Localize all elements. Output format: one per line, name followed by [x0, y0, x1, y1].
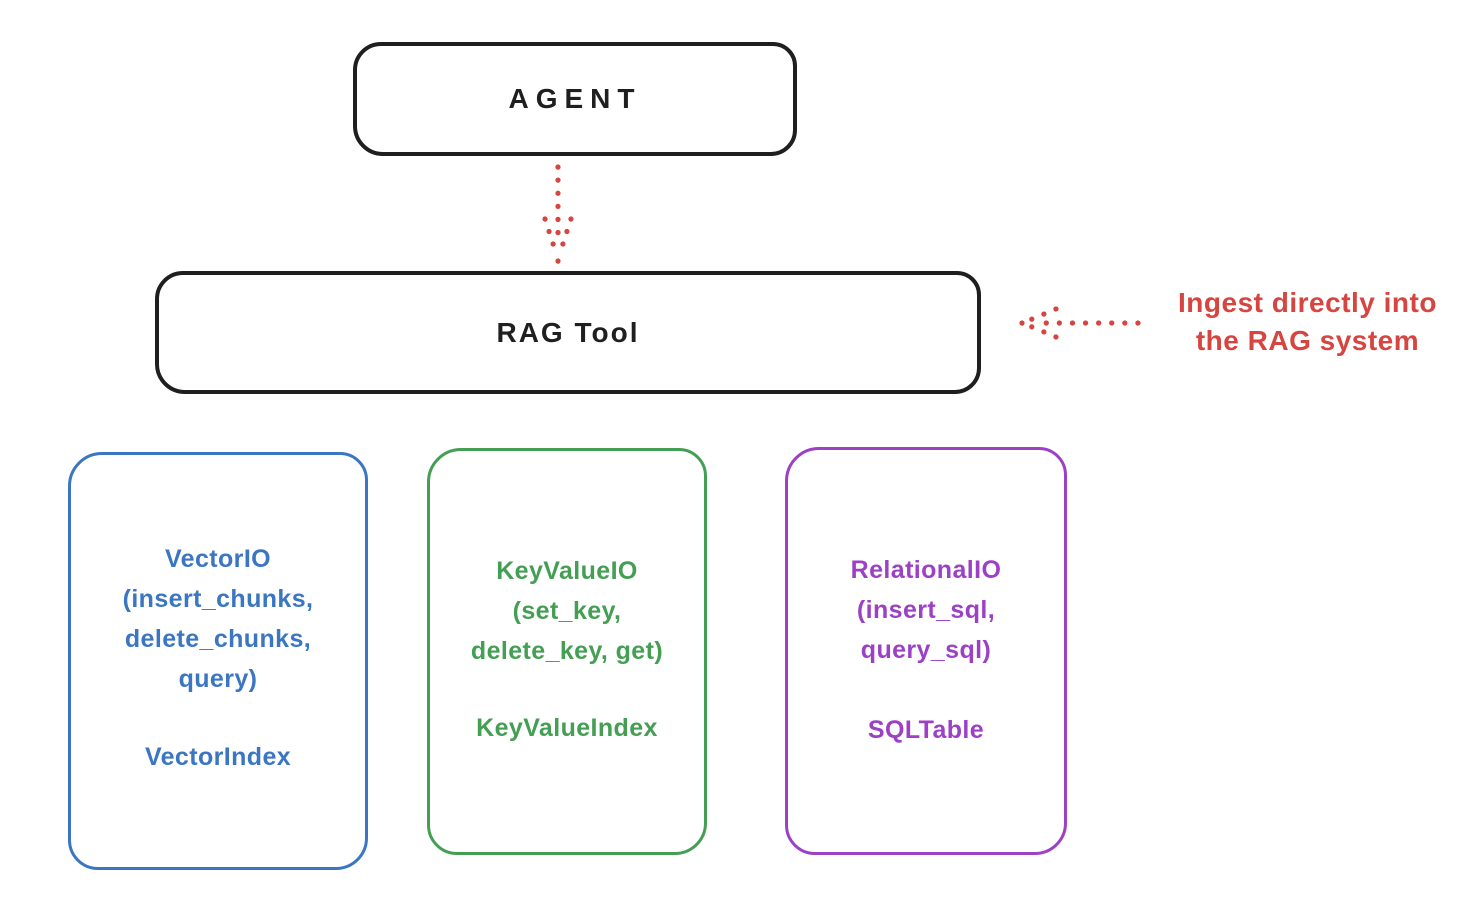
agent-label: AGENT	[508, 83, 642, 114]
keyvalue-io-box: KeyValueIO (set_key, delete_key, get) Ke…	[427, 448, 707, 855]
ingest-annotation: Ingest directly into the RAG system	[1140, 284, 1475, 360]
agent-box: AGENT	[353, 42, 797, 156]
relational-io-box: RelationalIO (insert_sql, query_sql) SQL…	[785, 447, 1067, 855]
spacer	[71, 699, 365, 737]
store-line: RelationalIO	[850, 556, 1002, 584]
store-line: VectorIO	[164, 545, 272, 573]
store-index-label: VectorIndex	[144, 743, 292, 771]
store-line: query)	[178, 665, 258, 693]
rag-tool-label: RAG Tool	[496, 316, 640, 348]
agent-to-ragtool-arrow-icon	[542, 164, 574, 264]
store-line: KeyValueIO	[496, 557, 638, 585]
ingest-annotation-line1: Ingest directly into	[1178, 287, 1437, 318]
store-line: query_sql)	[860, 636, 992, 664]
ingest-annotation-arrow-icon	[1019, 306, 1141, 340]
store-line: (insert_chunks,	[122, 585, 314, 613]
vector-io-box: VectorIO (insert_chunks, delete_chunks, …	[68, 452, 368, 870]
store-index-label: KeyValueIndex	[476, 714, 658, 742]
store-line: delete_key, get)	[470, 637, 664, 665]
store-line: (set_key,	[512, 597, 622, 625]
spacer	[430, 671, 704, 708]
spacer	[788, 670, 1064, 710]
ingest-annotation-line2: the RAG system	[1195, 325, 1420, 356]
store-line: delete_chunks,	[124, 625, 312, 653]
rag-tool-box: RAG Tool	[155, 271, 981, 394]
store-line: (insert_sql,	[856, 596, 996, 624]
store-index-label: SQLTable	[867, 716, 985, 744]
